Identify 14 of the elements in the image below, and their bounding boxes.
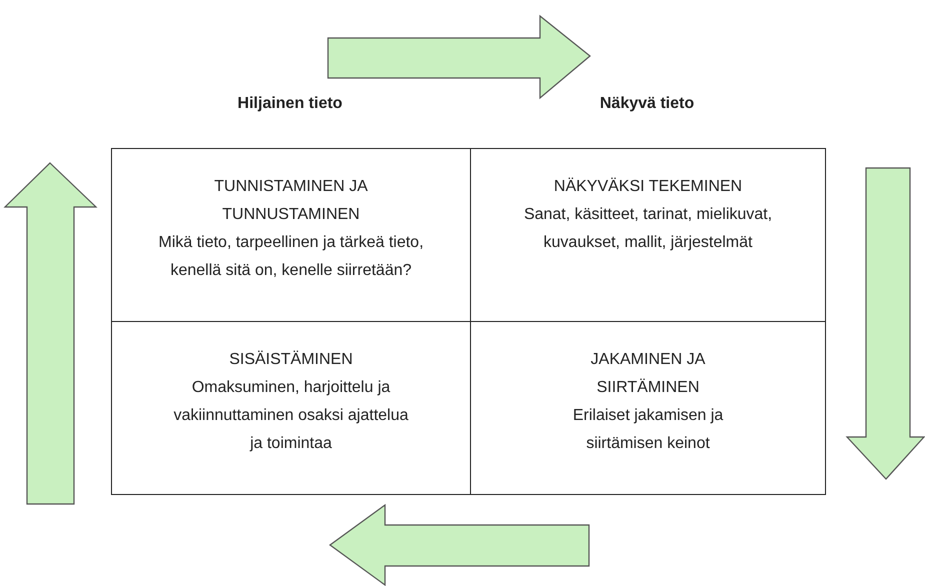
cell-description: Omaksuminen, harjoittelu ja vakiinnuttaminen osaksi ajattelua ja toimintaa: [172, 378, 410, 454]
cell-heading: SISÄISTÄMINEN: [229, 350, 353, 370]
column-heading: Näkyvä tieto: [598, 95, 696, 113]
cell-description: Erilaiset jakamisen ja siirtämisen keinot: [572, 406, 724, 454]
quadrant-cell: [111, 148, 471, 322]
cell-heading: TUNNISTAMINEN JA TUNNUSTAMINEN: [213, 177, 369, 225]
quadrant-cell: [470, 321, 826, 495]
quadrant-cell: [111, 321, 471, 495]
cell-description: Sanat, käsitteet, tarinat, mielikuvat, kuvaukset, mallit, järjestelmät: [522, 205, 774, 253]
cell-heading: NÄKYVÄKSI TEKEMINEN: [554, 176, 742, 197]
cell-description: Mikä tieto, tarpeellinen ja tärkeä tieto, kenellä sitä on, kenelle siirretään?: [157, 233, 425, 281]
column-heading: Hiljainen tieto: [236, 95, 344, 113]
cell-heading: JAKAMINEN JA SIIRTÄMINEN: [590, 350, 706, 398]
quadrant-cell: [470, 148, 826, 322]
